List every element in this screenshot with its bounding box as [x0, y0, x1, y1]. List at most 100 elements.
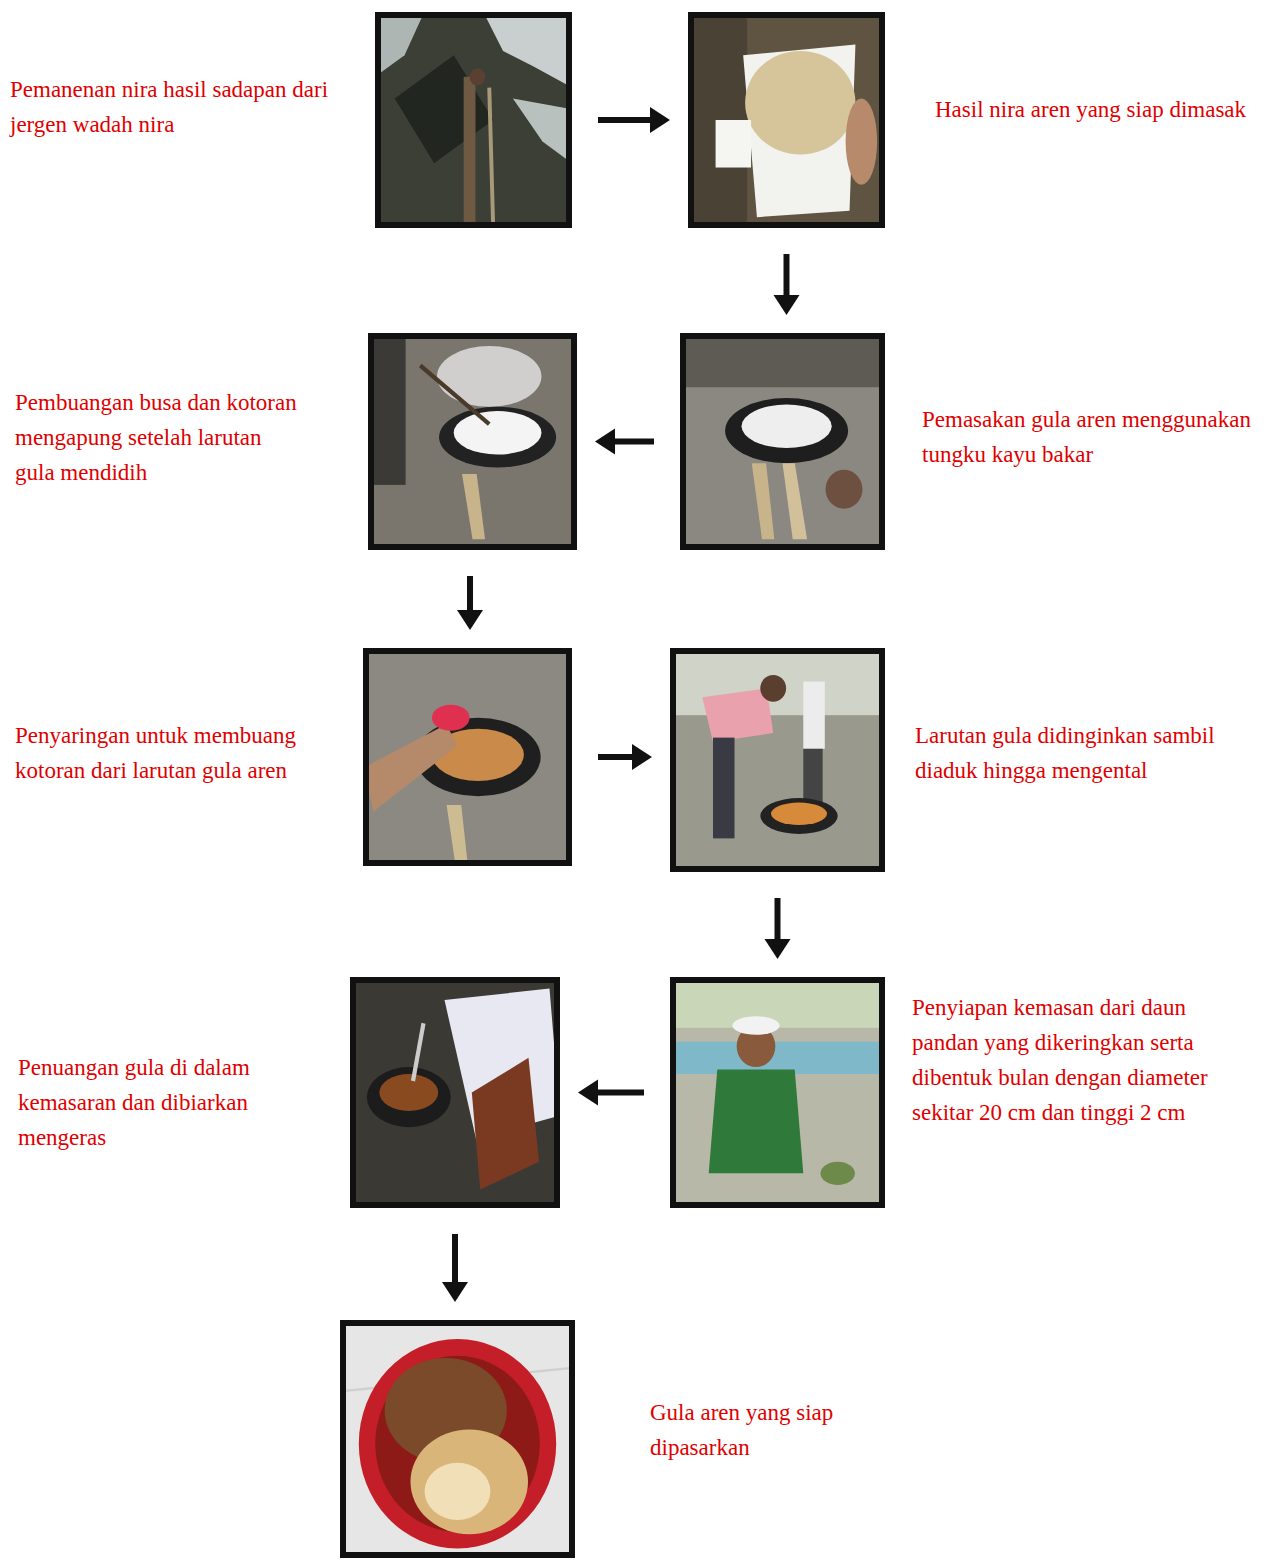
- arrow-head: [774, 295, 800, 315]
- photo-frame: Gula aren yang siap dipasarkan: [340, 1320, 575, 1558]
- photo-ground: [363, 648, 572, 866]
- arrow-head: [632, 744, 652, 770]
- step-caption: Larutan gula didinginkan sambil diaduk h…: [915, 718, 1240, 788]
- sugar-discs: [472, 1058, 539, 1190]
- step-caption-box: Hasil nira aren yang siap dimasak: [935, 92, 1255, 127]
- step-caption: Pemasakan gula aren menggunakan tungku k…: [922, 402, 1252, 472]
- foam: [454, 411, 542, 454]
- mould-photo: [670, 977, 885, 1208]
- flow-arrow: [595, 429, 654, 455]
- step-caption: Hasil nira aren yang siap dimasak: [935, 92, 1255, 127]
- wall-blue: [670, 1042, 885, 1074]
- palm-trunk: [464, 77, 476, 228]
- pandan-leaves: [821, 1162, 855, 1185]
- filtering-photo: [363, 648, 572, 866]
- bucket-body: [743, 44, 855, 217]
- step-caption-box: Penyaringan untuk membuang kotoran dari …: [15, 718, 320, 788]
- arrow-shaft: [784, 254, 790, 297]
- tapper-figure: [470, 68, 486, 85]
- background-field: [670, 977, 885, 1028]
- sap-liquid: [745, 51, 855, 155]
- flow-arrow: [457, 576, 483, 630]
- bucket-handle: [716, 120, 751, 168]
- photo-ground: [375, 12, 572, 228]
- skimming-photo: [368, 333, 577, 550]
- firewood: [783, 463, 808, 539]
- arrow-head: [765, 939, 791, 959]
- arrow-head: [442, 1282, 468, 1302]
- step-caption: Penyaringan untuk membuang kotoran dari …: [15, 718, 320, 788]
- sugar-disc: [411, 1429, 529, 1534]
- firewood: [447, 805, 468, 862]
- tree-photo: [375, 12, 572, 228]
- flow-arrow: [578, 1080, 644, 1106]
- arrow-shaft: [598, 754, 634, 760]
- photo-ground: [670, 648, 885, 872]
- red-bowl: [359, 1339, 556, 1548]
- flow-arrow: [774, 254, 800, 315]
- sky-patch: [513, 98, 572, 163]
- photo-ground: [670, 977, 885, 1208]
- step-caption: Penuangan gula di dalam kemasaran dan di…: [18, 1050, 303, 1155]
- step-caption-box: Gula aren yang siap dipasarkan: [650, 1395, 910, 1465]
- worker-head: [760, 675, 786, 702]
- flow-arrow: [765, 898, 791, 959]
- pot: [367, 1067, 451, 1127]
- steam: [437, 346, 541, 407]
- photo-frame: Penuangan gula di dalam kemasaran dan di…: [350, 977, 560, 1208]
- arrow-shaft: [467, 576, 473, 612]
- step-caption-box: Larutan gula didinginkan sambil diaduk h…: [915, 718, 1240, 788]
- step-caption: Penyiapan kemasan dari daun pandan yang …: [912, 990, 1247, 1130]
- step-caption-box: Pemasakan gula aren menggunakan tungku k…: [922, 402, 1252, 472]
- arrow-head: [457, 610, 483, 630]
- step-caption-box: Penuangan gula di dalam kemasaran dan di…: [18, 1050, 303, 1155]
- green-shirt: [709, 1069, 804, 1173]
- second-worker: [803, 682, 825, 749]
- stirring-photo: [670, 648, 885, 872]
- flow-arrow: [442, 1234, 468, 1302]
- arm: [363, 724, 457, 811]
- arrow-shaft: [775, 898, 781, 941]
- palm-leaves: [395, 55, 494, 163]
- step-caption-box: Penyiapan kemasan dari daun pandan yang …: [912, 990, 1247, 1130]
- photo-frame: Pemasakan gula aren menggunakan tungku k…: [680, 333, 885, 550]
- arrow-shaft: [598, 117, 652, 123]
- photo-ground: [688, 12, 885, 228]
- photo-frame: Penyaringan untuk membuang kotoran dari …: [363, 648, 572, 866]
- arrow-head: [650, 107, 670, 133]
- pink-shirt: [702, 688, 773, 742]
- tile-floor: [340, 1320, 575, 1558]
- background-wall: [680, 333, 885, 387]
- photo-frame: Penyiapan kemasan dari daun pandan yang …: [670, 977, 885, 1208]
- cooking-photo: [680, 333, 885, 550]
- flow-arrow: [598, 107, 670, 133]
- arrow-shaft: [613, 439, 654, 445]
- arrow-head: [595, 429, 615, 455]
- arrow-head: [578, 1080, 598, 1106]
- step-caption: Pembuangan busa dan kotoran mengapung se…: [15, 385, 305, 490]
- sky-patch: [483, 12, 572, 88]
- foam: [742, 405, 832, 448]
- firewood: [462, 474, 485, 539]
- worker-legs: [713, 738, 735, 839]
- sugar-photo: [340, 1320, 575, 1558]
- step-caption-box: Pembuangan busa dan kotoran mengapung se…: [15, 385, 305, 490]
- step-caption-box: Pemanenan nira hasil sadapan dari jergen…: [10, 72, 335, 142]
- sugar-highlight: [425, 1463, 491, 1520]
- ladle: [413, 1023, 424, 1081]
- arrow-shaft: [596, 1090, 644, 1096]
- sap-photo: [688, 12, 885, 228]
- wok: [760, 798, 837, 834]
- photo-frame: Pemanenan nira hasil sadapan dari jergen…: [375, 12, 572, 228]
- skimmer: [420, 366, 489, 425]
- wok: [725, 398, 848, 463]
- pouring-photo: [350, 977, 560, 1208]
- wok: [439, 407, 556, 468]
- sugar-liquid: [379, 1074, 438, 1111]
- stove-stone: [826, 470, 863, 509]
- sky: [670, 648, 885, 715]
- sky-patch: [375, 12, 424, 77]
- photo-frame: Pembuangan busa dan kotoran mengapung se…: [368, 333, 577, 550]
- step-caption: Pemanenan nira hasil sadapan dari jergen…: [10, 72, 335, 142]
